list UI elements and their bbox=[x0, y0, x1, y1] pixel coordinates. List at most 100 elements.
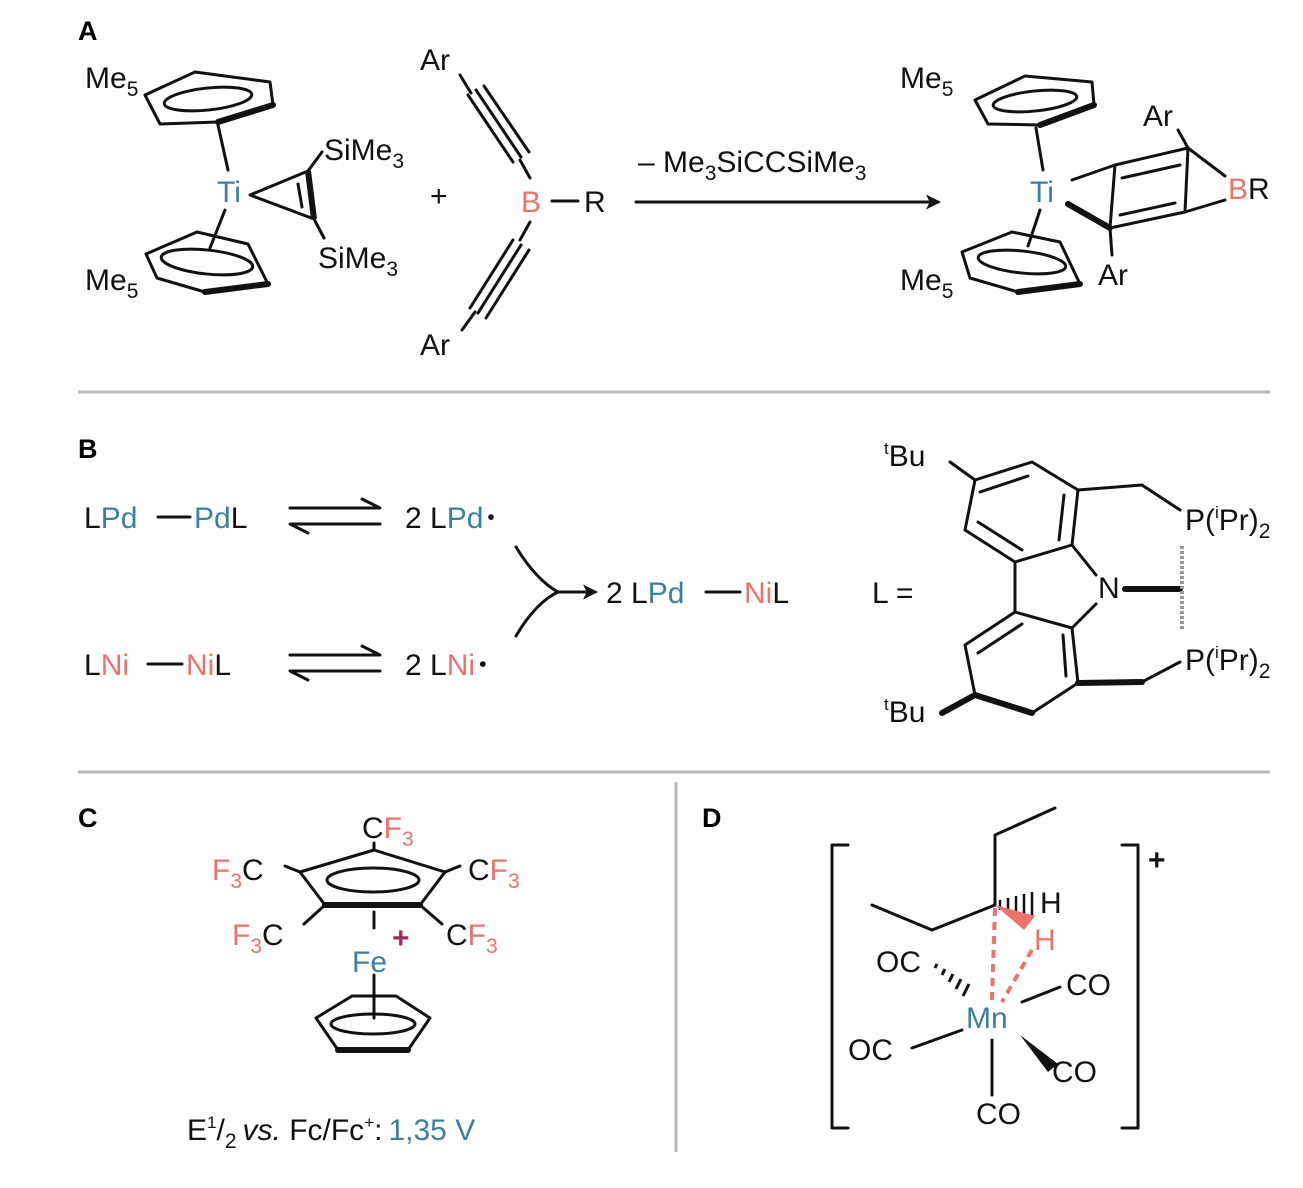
fe-charge: + bbox=[392, 922, 410, 955]
triple-bond-top-2 bbox=[474, 88, 523, 159]
triple-bond-bottom-3 bbox=[484, 248, 531, 320]
panel-b-scheme: LPd PdL 2 LPd• LNi NiL 2 LNi• 2 LPd NiL … bbox=[84, 439, 1270, 729]
nitrogen-label: N bbox=[1098, 572, 1120, 605]
ar-c-bond-bottom bbox=[460, 310, 477, 332]
methyl-bond-left bbox=[870, 903, 934, 932]
ring-top-double-3 bbox=[976, 520, 1024, 552]
hashed-wedge-oc bbox=[933, 963, 971, 997]
triple-bond-bottom-1 bbox=[468, 238, 515, 310]
ch2-bond-bottom bbox=[1075, 679, 1145, 686]
cp-cf3-ring bbox=[298, 848, 447, 907]
complex-charge: + bbox=[1148, 844, 1166, 877]
me5-bottom: Me5 bbox=[85, 264, 138, 303]
co-lower-right: CO bbox=[1052, 1056, 1097, 1089]
panel-label-c: C bbox=[78, 803, 98, 833]
cf3-bond-right bbox=[443, 864, 462, 874]
lni-radical: 2 LNi• bbox=[405, 649, 486, 682]
ring-bond-4 bbox=[1108, 210, 1187, 230]
ring-bond-5 bbox=[1108, 163, 1117, 230]
r-label: R bbox=[584, 186, 606, 219]
agostic-interaction-1 bbox=[990, 907, 997, 1001]
n-bond-top bbox=[1070, 543, 1098, 577]
cp-cf3-aromatic bbox=[325, 866, 421, 894]
titanacycle-product: Me5 Me5 Ti Ar Ar BR bbox=[900, 62, 1270, 303]
ar-top: Ar bbox=[420, 44, 450, 77]
ligand-definition: L = bbox=[872, 577, 913, 610]
product-cp-top-aromatic bbox=[991, 88, 1079, 114]
n-bond-bottom bbox=[1070, 602, 1098, 630]
ring-bond-6 bbox=[1183, 146, 1190, 214]
lpd-dimer-left: LPd bbox=[84, 502, 137, 535]
cf3-top: CF3 bbox=[362, 812, 414, 851]
mn-co-bond-right bbox=[1020, 985, 1062, 1004]
ti-cp-bond-bottom bbox=[208, 208, 227, 250]
lpd-dimer-right: PdL bbox=[194, 502, 247, 535]
cf3-bond-lower-left bbox=[302, 903, 327, 926]
ti-label: Ti bbox=[217, 176, 241, 209]
ring-bot-double-1 bbox=[976, 622, 1024, 655]
product-ar-top: Ar bbox=[1143, 100, 1173, 133]
cf3-left: F3C bbox=[212, 854, 264, 893]
ring-bot-bold bbox=[972, 692, 1035, 716]
ti-cp-bond-top bbox=[216, 123, 230, 172]
lpd-radical: 2 LPd• bbox=[405, 502, 495, 535]
co-upper-right: CO bbox=[1066, 969, 1111, 1002]
bold-wedge-co bbox=[1020, 1035, 1058, 1072]
sime3-bottom: SiMe3 bbox=[318, 242, 398, 281]
b-c-bond-bottom bbox=[518, 220, 532, 242]
alkyne-double-inner bbox=[296, 182, 304, 209]
product-br-label: BR bbox=[1228, 173, 1270, 206]
ar-c-bond-top bbox=[458, 73, 473, 95]
panel-label-a: A bbox=[78, 16, 98, 46]
lni-dimer-right: NiL bbox=[186, 649, 231, 682]
cf3-bond-lower-right bbox=[418, 903, 444, 926]
ring-bond-3 bbox=[1183, 198, 1227, 214]
dialkynylborane-reactant: Ar Ar B R bbox=[420, 44, 606, 362]
panel-label-b: B bbox=[78, 434, 98, 464]
cf3-lower-left: F3C bbox=[232, 919, 284, 958]
panel-a-scheme: Me5 Me5 Ti SiMe3 SiMe3 + Ar Ar B R bbox=[85, 44, 1270, 362]
triple-bond-top-3 bbox=[482, 84, 531, 154]
co-bottom: CO bbox=[976, 1098, 1021, 1131]
ring-bond-2 bbox=[1186, 146, 1227, 178]
mn-label: Mn bbox=[966, 1002, 1008, 1035]
tbu-top: tBu bbox=[884, 439, 925, 473]
cp-ring-c-aromatic bbox=[329, 1012, 417, 1036]
tbu-bond-top bbox=[948, 460, 977, 482]
me5-top: Me5 bbox=[85, 62, 138, 101]
ti-c-bond-bottom bbox=[1065, 201, 1113, 231]
panel-label-d: D bbox=[702, 803, 722, 833]
titanocene-reactant: Me5 Me5 Ti SiMe3 SiMe3 bbox=[85, 62, 404, 303]
cp-ring-bottom-aromatic bbox=[159, 247, 255, 277]
equilibrium-arrow-ni bbox=[288, 644, 382, 682]
bold-wedge-h bbox=[995, 905, 1035, 930]
plus-sign: + bbox=[430, 180, 448, 213]
ar-bottom: Ar bbox=[420, 329, 450, 362]
product-cp-bottom-bold bbox=[1015, 281, 1083, 295]
bracket-right bbox=[1120, 843, 1140, 1130]
agostic-interaction-2 bbox=[1000, 949, 1034, 1003]
tbu-bond-bottom bbox=[939, 692, 978, 716]
ar-bond-product-top bbox=[1176, 128, 1190, 150]
sime3-top: SiMe3 bbox=[324, 134, 404, 173]
h-label-2: H bbox=[1034, 924, 1056, 957]
mn-co-bond-left bbox=[910, 1028, 964, 1050]
ethyl-bond-top bbox=[993, 806, 1057, 837]
product-ar-bottom: Ar bbox=[1098, 259, 1128, 292]
alkyne-bond-bold bbox=[305, 170, 317, 220]
ring-bot-double-2 bbox=[1061, 633, 1068, 678]
cf3-right: CF3 bbox=[468, 854, 520, 893]
ring-bond-4-double bbox=[1118, 201, 1177, 217]
triple-bond-bottom-2 bbox=[476, 243, 523, 315]
product-ti-cp-top bbox=[1034, 126, 1045, 172]
combine-curve-bottom bbox=[514, 590, 560, 638]
fe-label: Fe bbox=[352, 946, 387, 979]
h-label-1: H bbox=[1040, 887, 1062, 920]
titanacyclopropene bbox=[248, 169, 316, 221]
lni-dimer-left: LNi bbox=[84, 649, 129, 682]
product-me5-top: Me5 bbox=[900, 62, 953, 101]
product-ti-label: Ti bbox=[1030, 176, 1054, 209]
